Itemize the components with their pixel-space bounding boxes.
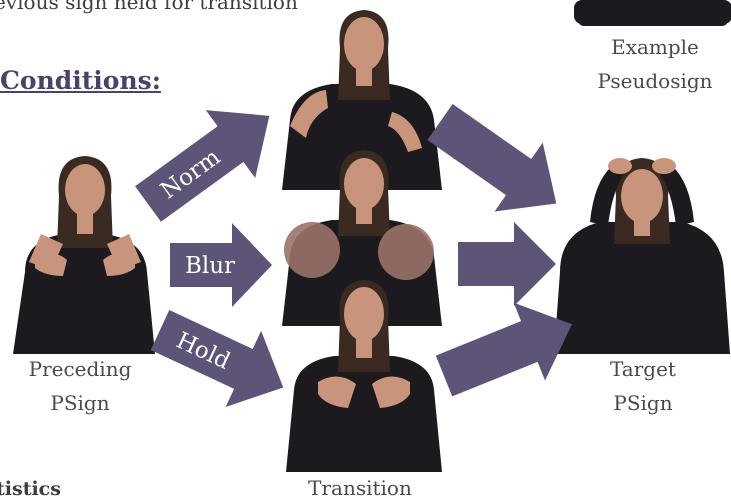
- hold-arrow: Hold: [142, 292, 301, 426]
- norm-arrow: Norm: [123, 82, 294, 238]
- norm-to-target-arrow: [416, 88, 581, 238]
- blur-arrow-label: Blur: [185, 253, 235, 279]
- blur-arrow: Blur: [170, 223, 272, 307]
- blur-to-target-arrow: [458, 222, 556, 306]
- hold-to-target-arrow: [428, 285, 587, 415]
